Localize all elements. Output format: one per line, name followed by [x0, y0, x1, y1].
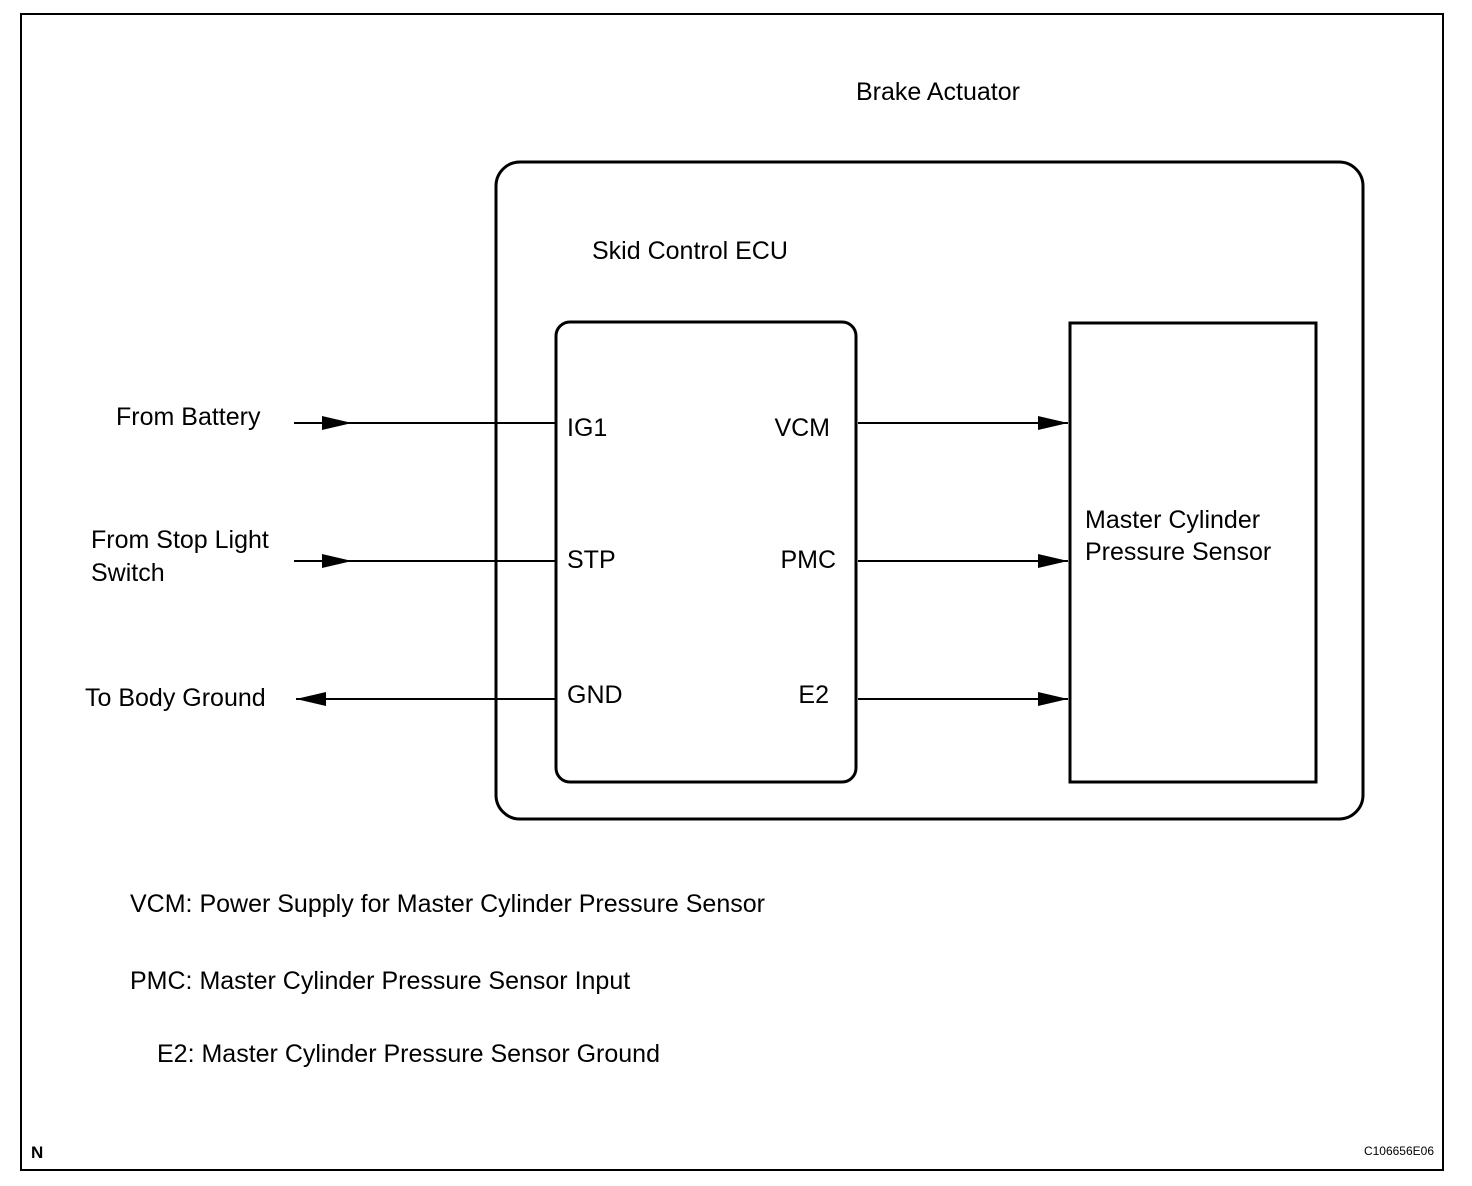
pmc-arrow: [1038, 554, 1068, 568]
pin-stp: STP: [567, 546, 616, 574]
brake-actuator-label: Brake Actuator: [856, 78, 1020, 106]
stop-light-arrow: [322, 554, 352, 568]
legend-vcm: VCM: Power Supply for Master Cylinder Pr…: [130, 890, 765, 918]
battery-arrow: [322, 416, 352, 430]
sensor-label-line1: Master Cylinder: [1085, 506, 1260, 534]
e2-arrow: [1038, 692, 1068, 706]
corner-mark: N: [31, 1143, 43, 1162]
skid-control-ecu-box: [554, 320, 858, 784]
pin-vcm: VCM: [774, 414, 830, 442]
pin-gnd: GND: [567, 681, 623, 709]
legend-pmc: PMC: Master Cylinder Pressure Sensor Inp…: [130, 967, 630, 995]
vcm-arrow: [1038, 416, 1068, 430]
figure-code: C106656E06: [1364, 1144, 1434, 1158]
pin-e2: E2: [798, 681, 829, 709]
to-body-ground-label: To Body Ground: [85, 684, 266, 712]
pin-pmc: PMC: [780, 546, 836, 574]
pin-ig1: IG1: [567, 414, 607, 442]
legend-e2: E2: Master Cylinder Pressure Sensor Grou…: [157, 1040, 660, 1068]
sensor-label-line2: Pressure Sensor: [1085, 538, 1271, 566]
from-stop-light-label-line1: From Stop Light: [91, 526, 269, 554]
brake-actuator-box: [494, 160, 1365, 821]
ground-arrow: [296, 692, 326, 706]
outer-frame: [20, 13, 1444, 1171]
from-battery-label: From Battery: [116, 403, 261, 431]
ecu-label: Skid Control ECU: [592, 237, 788, 265]
pressure-sensor-box: [1068, 321, 1318, 784]
from-stop-light-label-line2: Switch: [91, 559, 165, 587]
